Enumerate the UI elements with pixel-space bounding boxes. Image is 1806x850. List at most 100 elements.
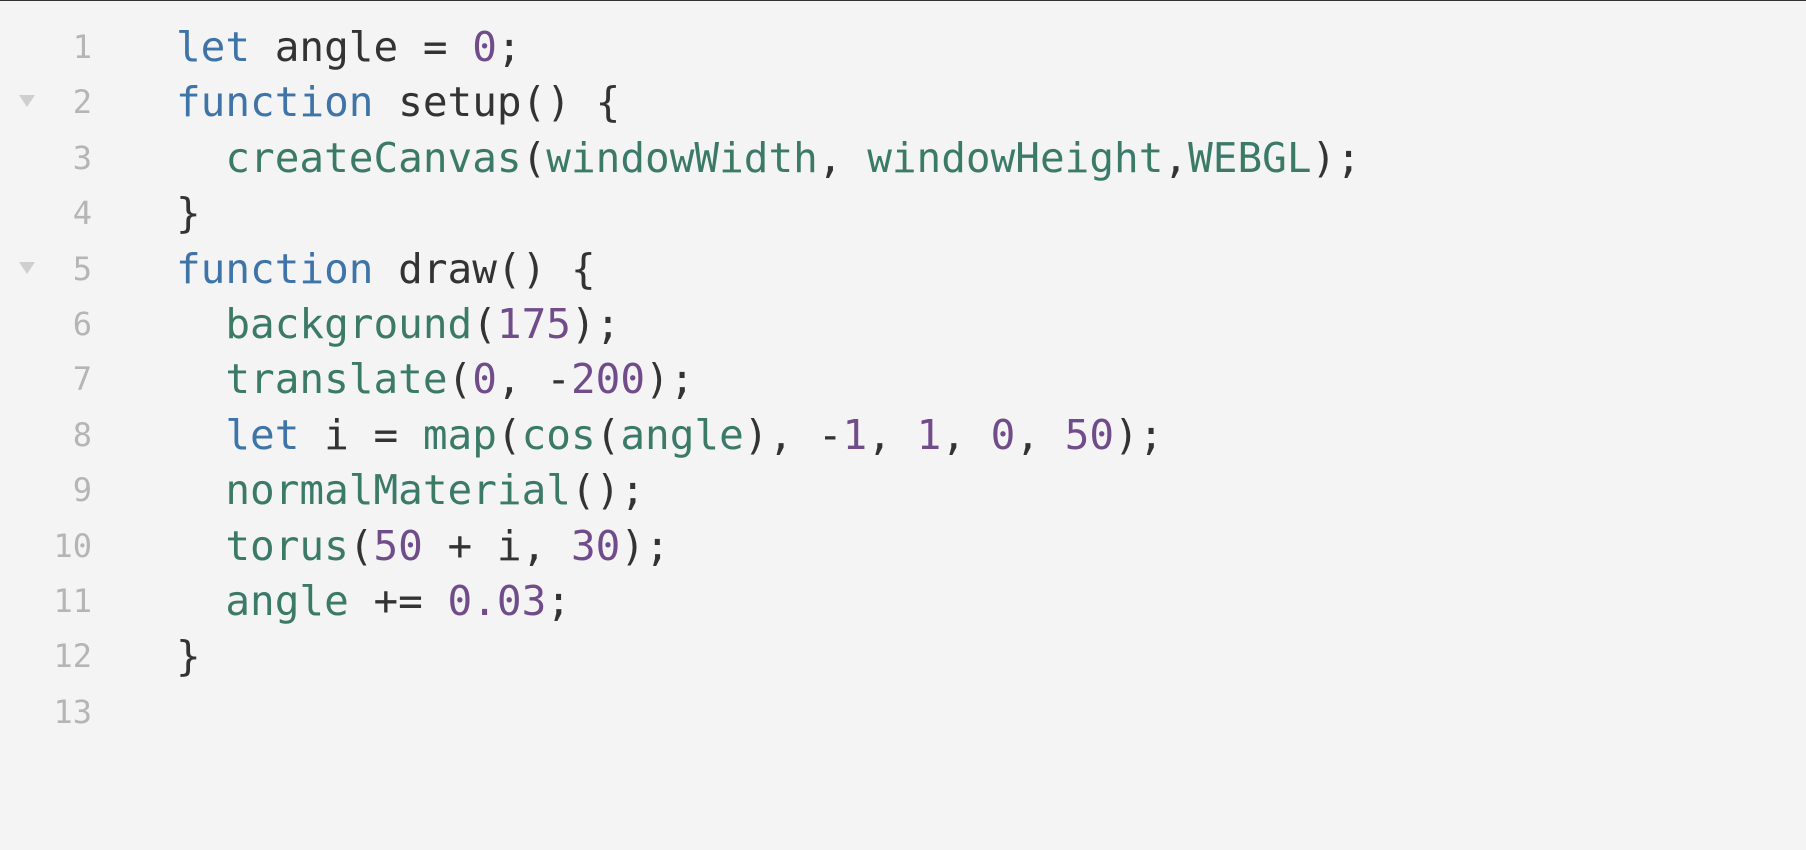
code-text[interactable]: createCanvas(windowWidth, windowHeight,W… bbox=[176, 134, 1361, 182]
line-number: 11 bbox=[53, 582, 92, 620]
code-text[interactable]: } bbox=[176, 189, 201, 237]
code-token-plain: += bbox=[348, 577, 448, 625]
code-token-plain bbox=[176, 300, 225, 348]
code-line[interactable]: 10 torus(50 + i, 30); bbox=[0, 514, 1806, 578]
code-token-fn: windowHeight bbox=[867, 133, 1164, 182]
code-line[interactable]: 13 bbox=[0, 680, 1806, 744]
code-token-fn: background bbox=[225, 300, 473, 348]
line-number: 9 bbox=[72, 471, 92, 510]
code-token-plain: draw() { bbox=[373, 244, 596, 293]
code-token-num: 50 bbox=[1064, 410, 1115, 459]
line-number: 4 bbox=[72, 194, 92, 233]
code-token-fn: windowWidth bbox=[546, 133, 818, 182]
code-token-num: 1 bbox=[916, 410, 942, 459]
fold-chevron-down-icon[interactable] bbox=[19, 95, 35, 108]
code-token-plain: i = bbox=[299, 410, 423, 459]
code-token-keyword: let bbox=[225, 410, 300, 459]
line-number: 1 bbox=[72, 28, 92, 66]
code-token-num: 1 bbox=[842, 410, 868, 459]
code-token-fn: angle bbox=[225, 577, 349, 625]
code-token-plain bbox=[176, 134, 225, 182]
code-token-plain bbox=[176, 355, 225, 403]
code-token-plain bbox=[176, 466, 225, 514]
code-token-plain: ( bbox=[521, 133, 547, 182]
code-token-fn: torus bbox=[225, 521, 349, 570]
code-token-plain: ); bbox=[570, 300, 621, 348]
code-text[interactable]: background(175); bbox=[176, 300, 620, 348]
code-line[interactable]: 7 translate(0, -200); bbox=[0, 347, 1806, 411]
code-token-plain bbox=[176, 522, 225, 570]
code-token-num: 50 bbox=[373, 521, 423, 570]
code-line[interactable]: 12} bbox=[0, 624, 1806, 688]
line-number: 10 bbox=[53, 526, 92, 565]
code-line[interactable]: 9 normalMaterial(); bbox=[0, 458, 1806, 522]
code-token-num: 0 bbox=[990, 410, 1016, 459]
code-token-plain: angle = bbox=[250, 23, 473, 71]
code-line[interactable]: 11 angle += 0.03; bbox=[0, 569, 1806, 633]
code-token-plain: + i, bbox=[422, 521, 571, 570]
code-token-plain: setup() { bbox=[373, 78, 621, 127]
code-token-plain: ( bbox=[447, 355, 473, 404]
line-number: 5 bbox=[72, 249, 92, 288]
code-token-fn: map bbox=[422, 410, 497, 459]
code-token-plain: ); bbox=[645, 355, 695, 404]
code-token-num: 0 bbox=[472, 355, 497, 404]
code-token-plain: , bbox=[817, 133, 868, 182]
code-text[interactable]: let i = map(cos(angle), -1, 1, 0, 50); bbox=[176, 411, 1163, 459]
code-text[interactable]: normalMaterial(); bbox=[176, 466, 645, 514]
code-token-plain: , bbox=[941, 410, 991, 459]
code-text[interactable]: torus(50 + i, 30); bbox=[176, 521, 670, 570]
code-text[interactable]: function draw() { bbox=[176, 245, 596, 293]
line-number: 13 bbox=[53, 692, 92, 731]
code-line[interactable]: 4} bbox=[0, 181, 1806, 245]
code-token-plain: ( bbox=[472, 300, 497, 348]
line-number: 12 bbox=[53, 637, 92, 676]
code-token-num: 0 bbox=[472, 23, 497, 71]
line-number: 7 bbox=[72, 360, 92, 399]
code-token-plain: ; bbox=[546, 577, 571, 625]
code-token-fn: translate bbox=[225, 355, 448, 404]
code-token-plain: } bbox=[176, 632, 201, 681]
code-token-fn: angle bbox=[620, 410, 744, 459]
line-number: 2 bbox=[72, 83, 92, 122]
code-token-num: 30 bbox=[570, 521, 621, 570]
code-token-plain: ); bbox=[1311, 133, 1361, 182]
code-token-fn: WEBGL bbox=[1188, 133, 1312, 182]
code-line[interactable]: 1 let angle = 0; bbox=[0, 15, 1806, 79]
code-token-fn: cos bbox=[521, 410, 596, 459]
code-line[interactable]: 6 background(175); bbox=[0, 292, 1806, 356]
code-text[interactable]: function setup() { bbox=[176, 78, 620, 126]
code-text[interactable]: translate(0, -200); bbox=[176, 355, 694, 403]
code-line[interactable]: 5 function draw() { bbox=[0, 237, 1806, 301]
code-text[interactable]: let angle = 0; bbox=[176, 23, 522, 71]
code-token-plain: ( bbox=[348, 521, 374, 570]
fold-chevron-down-icon[interactable] bbox=[19, 261, 35, 274]
code-token-plain: , - bbox=[496, 355, 571, 404]
code-token-keyword: let bbox=[176, 23, 251, 71]
code-line[interactable]: 2 function setup() { bbox=[0, 70, 1806, 134]
code-token-plain: ); bbox=[1114, 410, 1164, 459]
code-token-plain: , bbox=[867, 410, 917, 459]
code-token-keyword: function bbox=[176, 78, 374, 127]
code-token-plain: } bbox=[176, 189, 201, 238]
line-number: 8 bbox=[72, 415, 92, 454]
code-token-plain: ); bbox=[620, 521, 670, 570]
code-text[interactable]: angle += 0.03; bbox=[176, 577, 571, 625]
code-line[interactable]: 3 createCanvas(windowWidth, windowHeight… bbox=[0, 126, 1806, 190]
code-token-plain: , bbox=[1015, 410, 1065, 459]
code-token-plain: , bbox=[1163, 133, 1189, 182]
line-number: 6 bbox=[72, 305, 92, 343]
code-token-fn: createCanvas bbox=[225, 133, 522, 182]
code-token-plain bbox=[176, 577, 225, 625]
code-token-plain: ), - bbox=[743, 410, 843, 459]
code-token-keyword: function bbox=[176, 244, 374, 293]
code-token-plain: ( bbox=[595, 410, 621, 459]
code-token-num: 0.03 bbox=[447, 577, 547, 625]
code-token-plain: ( bbox=[496, 410, 522, 459]
code-token-fn: normalMaterial bbox=[225, 466, 571, 515]
code-text[interactable]: } bbox=[176, 632, 201, 680]
code-token-plain: (); bbox=[570, 466, 646, 515]
code-token-plain: ; bbox=[496, 23, 522, 71]
code-line[interactable]: 8 let i = map(cos(angle), -1, 1, 0, 50); bbox=[0, 403, 1806, 467]
